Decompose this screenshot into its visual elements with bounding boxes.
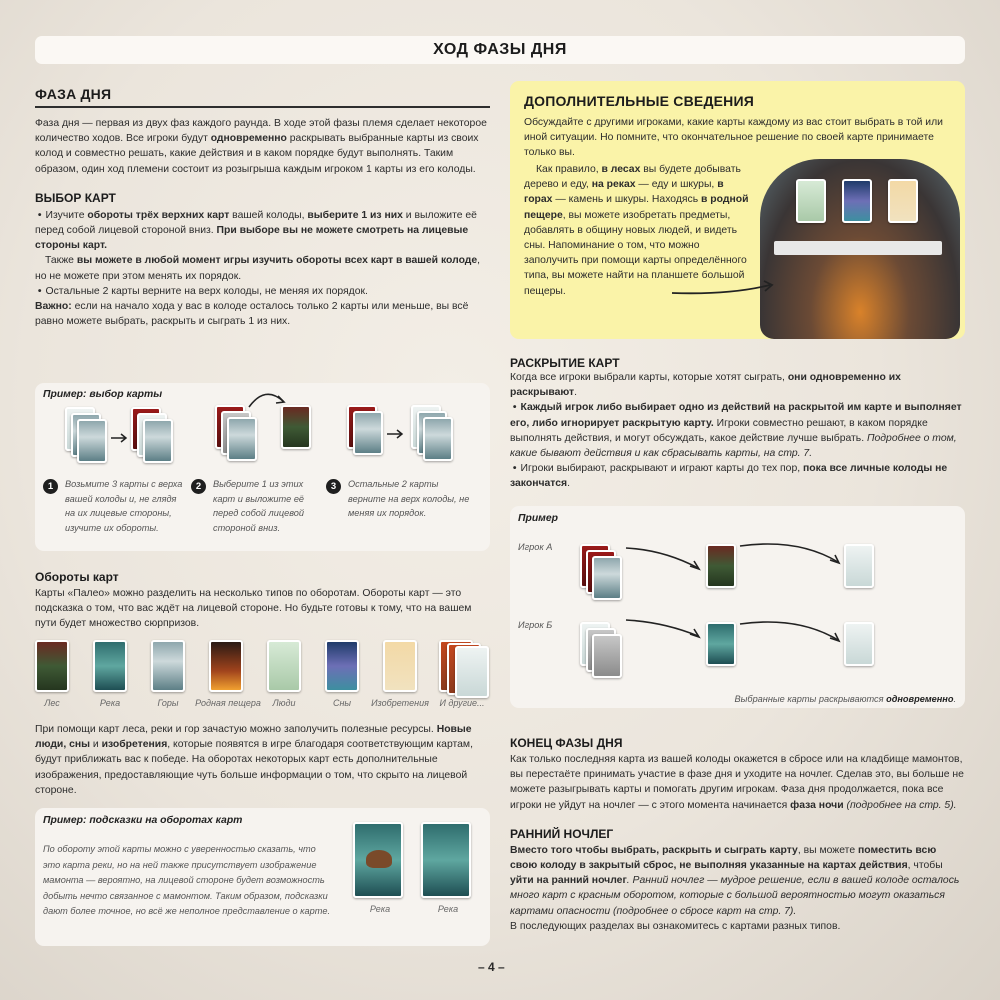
reveal-para-1: Когда все игроки выбрали карты, которые … bbox=[510, 372, 901, 399]
page-banner: ХОД ФАЗЫ ДНЯ bbox=[35, 36, 965, 64]
mammoth-icon bbox=[366, 850, 392, 868]
card-type-label: И другие... bbox=[439, 698, 485, 708]
player-a-card bbox=[592, 556, 622, 600]
day-phase-intro: Фаза дня — первая из двух фаз каждого ра… bbox=[35, 118, 487, 175]
card-choice-bullet-2: Остальные 2 карты верните на верх колоды… bbox=[35, 284, 490, 299]
deck-card bbox=[353, 411, 383, 455]
people-card-back bbox=[267, 640, 301, 692]
banner-title: ХОД ФАЗЫ ДНЯ bbox=[433, 41, 567, 58]
player-b-revealed-card bbox=[844, 622, 874, 666]
reveal-section: РАСКРЫТИЕ КАРТ Когда все игроки выбрали … bbox=[510, 356, 965, 492]
player-b-label: Игрок Б bbox=[518, 620, 553, 630]
card-backs-text: Карты «Палео» можно разделить на несколь… bbox=[35, 588, 472, 630]
player-b-card bbox=[592, 634, 622, 678]
curved-arrow-icon bbox=[739, 621, 841, 643]
board-card bbox=[888, 179, 918, 223]
extra-info-box: ДОПОЛНИТЕЛЬНЫЕ СВЕДЕНИЯ Обсуждайте с дру… bbox=[510, 81, 965, 339]
card-type-label: Люди bbox=[272, 698, 296, 708]
day-phase-title: ФАЗА ДНЯ bbox=[35, 86, 112, 102]
example-choice-panel: Пример: выбор карты 1 Возьмите 3 карты с… bbox=[35, 383, 490, 551]
early-rest-text: Вместо того чтобы выбрать, раскрыть и сы… bbox=[510, 844, 960, 917]
step-text: Остальные 2 карты верните на верх колоды… bbox=[348, 479, 470, 518]
step-number: 1 bbox=[43, 479, 58, 494]
reveal-title: РАСКРЫТИЕ КАРТ bbox=[510, 356, 620, 370]
step-number: 2 bbox=[191, 479, 206, 494]
curved-arrow-icon bbox=[625, 619, 701, 639]
example-hints-text: По обороту этой карты можно с уверенност… bbox=[43, 844, 331, 916]
other-card-back bbox=[455, 646, 489, 698]
extra-info-para-2: Как правило, в лесах вы будете добывать … bbox=[524, 164, 749, 297]
player-a-revealed-card bbox=[844, 544, 874, 588]
reveal-bullet-2: Игроки выбирают, раскрывают и играют кар… bbox=[510, 461, 965, 491]
card-type-label: Горы bbox=[157, 698, 179, 708]
card-label: Река bbox=[437, 904, 459, 914]
player-a-chosen-card bbox=[706, 544, 736, 588]
card-type-label: Река bbox=[99, 698, 121, 708]
card-type-label: Родная пещера bbox=[195, 698, 261, 708]
end-phase-text: Как только последняя карта из вашей коло… bbox=[510, 754, 964, 811]
deck-card bbox=[143, 419, 173, 463]
deck-card bbox=[423, 417, 453, 461]
forest-card-back bbox=[35, 640, 69, 692]
river-mammoth-card bbox=[353, 822, 403, 898]
reveal-bullet-1: Каждый игрок либо выбирает одно из дейст… bbox=[510, 400, 965, 461]
cave-card-back bbox=[209, 640, 243, 692]
early-rest-title: РАННИЙ НОЧЛЕГ bbox=[510, 826, 614, 841]
curved-arrow-icon bbox=[625, 547, 701, 571]
day-phase-section: ФАЗА ДНЯ Фаза дня — первая из двух фаз к… bbox=[35, 86, 490, 329]
mountain-card-back bbox=[151, 640, 185, 692]
deck-card bbox=[281, 405, 311, 449]
step-number: 3 bbox=[326, 479, 341, 494]
example-reveal-panel: Пример Игрок А Игрок Б Выбранные карты р… bbox=[510, 506, 965, 708]
player-a-label: Игрок А bbox=[518, 542, 553, 552]
end-phase-title: КОНЕЦ ФАЗЫ ДНЯ bbox=[510, 736, 623, 750]
board-card bbox=[842, 179, 872, 223]
example-reveal-title: Пример bbox=[518, 513, 558, 524]
card-backs-section: Обороты карт Карты «Палео» можно раздели… bbox=[35, 570, 490, 632]
example-hints-panel: Пример: подсказки на оборотах карт По об… bbox=[35, 808, 490, 946]
example-reveal-caption: Выбранные карты раскрываются одновременн… bbox=[734, 694, 956, 704]
early-rest-note: В последующих разделах вы ознакомитесь с… bbox=[510, 920, 841, 932]
card-choice-bullet-1: Изучите обороты трёх верхних карт вашей … bbox=[35, 208, 490, 254]
example-choice-title: Пример: выбор карты bbox=[43, 389, 163, 400]
extra-info-para-1: Обсуждайте с другими игроками, какие кар… bbox=[524, 117, 943, 159]
card-choice-title: ВЫБОР КАРТ bbox=[35, 190, 116, 205]
extra-info-title: ДОПОЛНИТЕЛЬНЫЕ СВЕДЕНИЯ bbox=[524, 93, 754, 109]
arrow-icon bbox=[111, 433, 128, 443]
deck-card bbox=[77, 419, 107, 463]
reminder-strip bbox=[774, 241, 942, 255]
river-card bbox=[421, 822, 471, 898]
example-hints-title: Пример: подсказки на оборотах карт bbox=[43, 815, 243, 826]
card-type-label: Изобретения bbox=[371, 698, 429, 708]
step-text: Возьмите 3 карты с верха вашей колоды и,… bbox=[65, 479, 183, 533]
card-backs-title: Обороты карт bbox=[35, 570, 119, 584]
card-backs-text-2: При помощи карт леса, реки и гор зачасту… bbox=[35, 724, 473, 796]
card-type-label: Лес bbox=[44, 698, 60, 708]
cave-board-illustration bbox=[760, 159, 960, 339]
player-b-chosen-card bbox=[706, 622, 736, 666]
card-type-label: Сны bbox=[332, 698, 352, 708]
card-types-row: Лес Река Горы Родная пещера Люди Сны Изо… bbox=[35, 640, 495, 712]
card-choice-important: Важно: если на начало хода у вас в колод… bbox=[35, 301, 469, 328]
dream-card-back bbox=[325, 640, 359, 692]
card-label: Река bbox=[369, 904, 391, 914]
river-card-back bbox=[93, 640, 127, 692]
curved-arrow-icon bbox=[248, 393, 286, 408]
title-rule bbox=[35, 106, 490, 108]
board-card bbox=[796, 179, 826, 223]
deck-card bbox=[227, 417, 257, 461]
curved-arrow-icon bbox=[739, 543, 841, 565]
page-number: – 4 – bbox=[478, 960, 505, 974]
pointer-arrow-icon bbox=[671, 280, 774, 295]
end-phase-section: КОНЕЦ ФАЗЫ ДНЯ Как только последняя карт… bbox=[510, 736, 965, 934]
step-text: Выберите 1 из этих карт и выложите её пе… bbox=[213, 479, 305, 533]
arrow-icon bbox=[387, 429, 404, 439]
idea-card-back bbox=[383, 640, 417, 692]
card-choice-para-2: Также вы можете в любой момент игры изуч… bbox=[35, 255, 481, 282]
